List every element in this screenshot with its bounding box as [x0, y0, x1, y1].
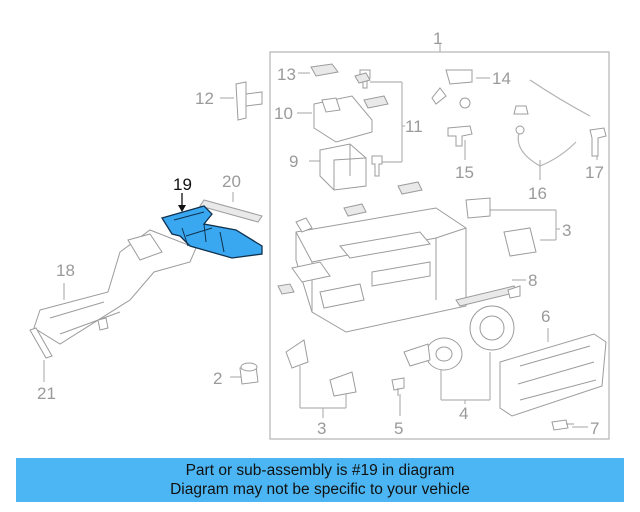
callout-3-bottom: 3	[317, 419, 326, 438]
callout-19: 19	[173, 175, 192, 194]
info-banner: Part or sub-assembly is #19 in diagram D…	[16, 458, 624, 502]
callout-21: 21	[37, 384, 56, 403]
callout-3-top: 3	[562, 221, 571, 240]
callout-10: 10	[274, 104, 293, 123]
callout-13: 13	[277, 65, 296, 84]
callout-12: 12	[195, 89, 214, 108]
callout-17: 17	[585, 163, 604, 182]
callout-7: 7	[590, 419, 599, 438]
callout-18: 18	[56, 261, 75, 280]
callout-15: 15	[455, 163, 474, 182]
banner-line-1: Part or sub-assembly is #19 in diagram	[185, 462, 455, 479]
parts-diagram: 1 13 12 10 11 9 14 15 16 17 3 8 6 7 4 5 …	[29, 29, 610, 440]
callout-4: 4	[459, 404, 468, 423]
callout-16: 16	[528, 184, 547, 203]
part-19-highlight	[160, 205, 263, 259]
callout-1: 1	[433, 29, 442, 48]
callout-14: 14	[492, 69, 511, 88]
callout-6: 6	[541, 307, 550, 326]
callout-9: 9	[289, 152, 298, 171]
callout-2: 2	[213, 369, 222, 388]
callout-5: 5	[394, 419, 403, 438]
banner-line-2: Diagram may not be specific to your vehi…	[170, 481, 470, 498]
callout-8: 8	[528, 271, 537, 290]
callout-11: 11	[405, 117, 423, 136]
callout-20: 20	[222, 172, 241, 191]
